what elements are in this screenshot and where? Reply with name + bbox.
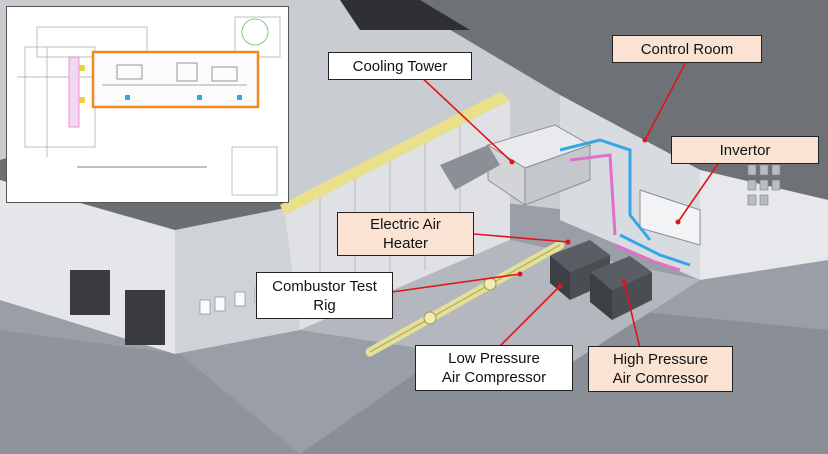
leader-lp-compressor [497, 285, 561, 349]
left-building-door-2 [125, 290, 165, 345]
leader-electric-air-heater [473, 233, 569, 243]
site-plan-inset [6, 6, 289, 203]
label-combustor-test-rig: Combustor Test Rig [256, 272, 393, 319]
cooling-tower [440, 124, 592, 206]
label-electric-air-heater: Electric Air Heater [337, 212, 474, 256]
roof-shadow [340, 0, 470, 30]
label-control-room: Control Room [612, 35, 762, 63]
high-pressure-compressor-unit [590, 256, 652, 320]
leader-invertor [677, 163, 719, 223]
piping [559, 138, 691, 272]
inset-highlight-box [91, 50, 260, 109]
leader-lines [391, 59, 719, 349]
leader-control-room [644, 59, 688, 141]
label-cooling-tower: Cooling Tower [328, 52, 472, 80]
site-plan-drawing [7, 7, 287, 201]
road-left [0, 330, 300, 454]
leader-cooling-tower [417, 73, 513, 163]
invertor-cabinet [639, 189, 701, 246]
control-room-vents [747, 164, 781, 206]
leader-endpoints [509, 137, 681, 289]
control-room-side [700, 170, 828, 280]
leader-combustor [391, 273, 521, 293]
combustor-test-rig-pipe [365, 240, 565, 357]
tower-stairs [440, 145, 500, 190]
leader-hp-compressor [623, 281, 641, 349]
parapet-yellow [280, 92, 510, 215]
label-high-pressure-air-compressor: High Pressure Air Comressor [588, 346, 733, 392]
left-building-door-1 [70, 270, 110, 315]
label-invertor: Invertor [671, 136, 819, 164]
label-low-pressure-air-compressor: Low Pressure Air Compressor [415, 345, 573, 391]
